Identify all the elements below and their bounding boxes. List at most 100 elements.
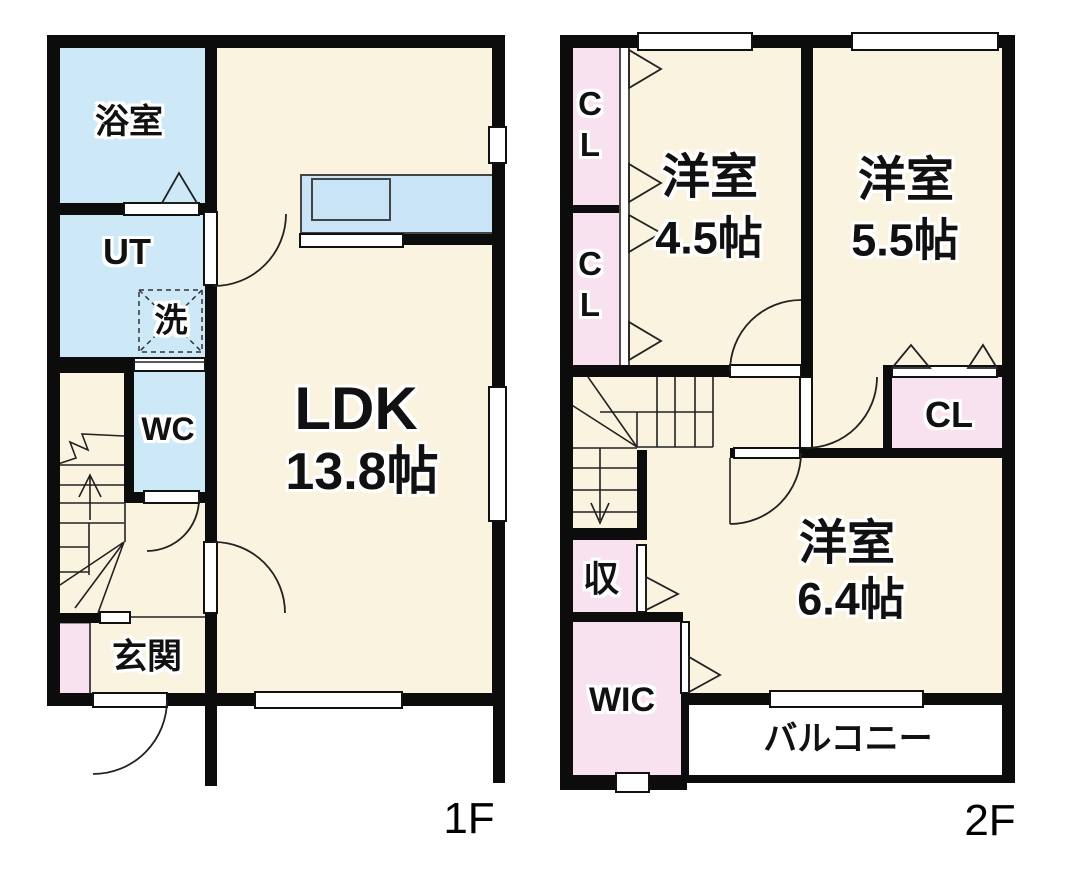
storage-opening [636, 544, 647, 613]
wall [205, 285, 217, 492]
wall [52, 613, 100, 623]
ldk-east-window [488, 386, 507, 522]
kitchen-counter-pass [299, 233, 404, 248]
bedroom1-door-arc [729, 299, 802, 372]
bedroom3-door-opening [733, 447, 801, 459]
kitchen-sink [311, 178, 391, 221]
stairs-1f [51, 433, 126, 614]
wall [637, 450, 647, 540]
closet1-fill [572, 47, 619, 205]
label-balcony: バルコニー [763, 720, 933, 758]
ldk-door-arc [213, 541, 286, 614]
closet2-folding-door-icon [628, 320, 663, 362]
label-bedroom3-name: 洋室 [798, 517, 896, 570]
wall [1002, 35, 1015, 783]
bedroom1-window [637, 32, 753, 51]
balcony-rail [687, 775, 1015, 783]
wall [124, 373, 134, 503]
stair-up-arrow [78, 473, 102, 520]
label-closet1: CL [571, 85, 609, 167]
wc-fill [134, 357, 205, 503]
label-entrance: 玄関 [111, 637, 183, 677]
label-wic: WIC [588, 681, 656, 719]
wall [560, 365, 730, 377]
entrance-door-opening [92, 692, 168, 708]
bedroom3-door-arc [729, 452, 802, 525]
openings-2f [615, 32, 999, 793]
label-floor2: 2F [964, 796, 1016, 845]
door-symbols-1f [92, 171, 287, 775]
openings-1f [92, 126, 507, 709]
bedroom2-door-arc [805, 376, 878, 449]
storage-folding-door-icon [645, 575, 680, 612]
stair-winder [566, 376, 638, 448]
closet3-opening [891, 365, 998, 378]
kitchen-window [488, 126, 507, 164]
closet-track-lines [619, 47, 630, 365]
door-symbols-2f [628, 48, 999, 694]
wic-folding-door-icon [688, 655, 722, 694]
bedroom2-door-leaf [799, 376, 813, 449]
closet3-folding-door-icon [966, 343, 999, 369]
label-bedroom1-size: 4.5帖 [655, 212, 763, 264]
ldk-south-window [254, 691, 403, 709]
closet-track-fill [620, 47, 629, 365]
label-closet3: CL [925, 394, 973, 435]
ldk-door-leaf [203, 541, 218, 614]
washer-outline [138, 289, 203, 353]
closet2-fill [572, 213, 619, 365]
label-utility: UT [103, 231, 151, 272]
closet3-fill [892, 377, 1003, 448]
closet1-folding-door-icon [628, 162, 663, 204]
wall [572, 612, 683, 622]
wic-opening [680, 621, 690, 694]
bedroom1-door-opening [729, 364, 802, 378]
washer-cross [138, 289, 203, 353]
stair-run-lines [600, 411, 713, 448]
wall [47, 357, 134, 373]
bedroom-divider-wall [801, 35, 813, 377]
wic-fill [572, 622, 681, 775]
label-bedroom1-name: 洋室 [661, 151, 759, 204]
stair-break-line [51, 433, 125, 467]
wc-door-arc [146, 498, 200, 552]
label-washer: 洗 [154, 301, 188, 339]
ut-door-arc [213, 213, 287, 287]
washer-box [138, 289, 203, 353]
balcony-door-window [769, 690, 924, 708]
kitchen-counter [300, 174, 494, 234]
stair-down-arrow [590, 448, 610, 525]
wc-sliding-opening [133, 357, 206, 372]
bathroom-door-opening [123, 202, 200, 216]
label-bathroom: 浴室 [95, 103, 163, 141]
stair-treads [60, 464, 124, 573]
stair-winder [59, 541, 125, 614]
wall [492, 35, 505, 706]
floor1-plan [47, 35, 507, 786]
wall [560, 528, 647, 540]
label-ldk-size: 13.8帖 [285, 443, 439, 501]
label-ldk-name: LDK [294, 375, 418, 442]
floor2-plan [560, 32, 1015, 793]
closet-divider-wall [572, 205, 619, 213]
closet3-side-wall [883, 377, 892, 448]
wall [560, 35, 573, 790]
porch-wall-stub [493, 706, 505, 783]
label-storage: 収 [582, 558, 620, 599]
kitchen-counter-top [300, 174, 494, 234]
stair-treads-lower [572, 447, 637, 513]
kitchen-half-wall [403, 234, 493, 245]
wic-window [615, 772, 650, 793]
wall [205, 613, 217, 693]
closet1-folding-door-icon [628, 48, 663, 90]
wic-side-wall [681, 693, 689, 775]
wall [205, 47, 217, 212]
entrance-door-arc [92, 699, 168, 775]
label-toilet: WC [141, 411, 195, 447]
porch-wall-stub [205, 706, 217, 786]
wall [47, 35, 505, 48]
bathroom-folding-door-icon [160, 171, 199, 204]
label-bedroom3-size: 6.4帖 [797, 573, 905, 625]
